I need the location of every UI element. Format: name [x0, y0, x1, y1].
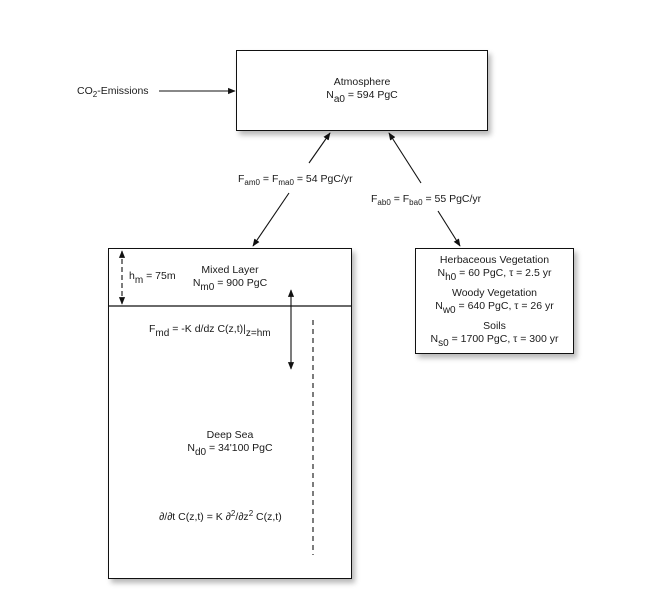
- flux-am-sub: am0: [244, 178, 260, 187]
- mixed-value: = 900 PgC: [214, 277, 268, 289]
- atmosphere-stock: Na0 = 594 PgC: [236, 89, 488, 105]
- flux-ma-sub: ma0: [278, 178, 294, 187]
- flux-ab-symbol: F: [371, 193, 378, 205]
- emissions-suffix: -Emissions: [97, 85, 149, 97]
- herb-sub: h0: [445, 272, 457, 283]
- ocean-box: [108, 248, 352, 579]
- flux-land-value: = 55 PgC/yr: [422, 193, 482, 205]
- diffusion-eq-mid: /∂z: [235, 511, 249, 523]
- soils-sub: s0: [438, 338, 449, 349]
- flux-ocean-value: = 54 PgC/yr: [293, 173, 353, 185]
- biosphere-to-atmosphere-arrow: [388, 132, 422, 184]
- atmosphere-to-biosphere-arrow: [437, 210, 461, 247]
- mixing-flux-expr: = -K d/dz C(z,t)|: [169, 323, 246, 335]
- biosphere-box: [415, 248, 574, 354]
- herbaceous-title: Herbaceous Vegetation: [439, 254, 550, 266]
- atm-value: = 594 PgC: [344, 89, 398, 101]
- soils-symbol: N: [430, 333, 439, 345]
- deep-symbol: N: [187, 442, 195, 454]
- flux-ba-symbol: F: [402, 193, 410, 205]
- flux-land-eq: =: [390, 193, 403, 205]
- mixed-symbol: N: [192, 277, 201, 289]
- woody-title: Woody Vegetation: [451, 287, 538, 299]
- diffusion-eq-sup2: 2: [248, 509, 254, 518]
- depth-symbol: h: [129, 270, 135, 282]
- mixing-flux-eval: z=hm: [245, 328, 271, 339]
- mixed-layer-stock: Nm0 = 900 PgC: [180, 277, 280, 293]
- land-flux-label: Fab0 = Fba0 = 55 PgC/yr: [371, 193, 482, 207]
- deep-value: = 34'100 PgC: [206, 442, 273, 454]
- emissions-prefix: CO: [77, 85, 93, 97]
- flux-ocean-eq: =: [259, 173, 272, 185]
- herbaceous-stock: Nh0 = 60 PgC, τ = 2.5 yr: [415, 267, 574, 283]
- diffusion-eq-sup1: 2: [230, 509, 236, 518]
- mixing-flux-symbol: F: [149, 323, 156, 335]
- woody-stock: Nw0 = 640 PgC, τ = 26 yr: [415, 300, 574, 316]
- mixed-layer-depth-label: hm = 75m: [129, 270, 176, 286]
- ocean-flux-label: Fam0 = Fma0 = 54 PgC/yr: [238, 173, 353, 187]
- soils-title: Soils: [483, 320, 506, 332]
- ocean-to-atmosphere-arrow: [308, 132, 331, 164]
- mixed-sub: m0: [200, 282, 215, 293]
- deep-sea-title: Deep Sea: [206, 429, 254, 441]
- woody-symbol: N: [435, 300, 443, 312]
- diffusion-eq-left: ∂/∂t C(z,t) = K ∂: [159, 511, 231, 523]
- soils-value: = 1700 PgC, τ = 300 yr: [448, 333, 559, 345]
- flux-am-symbol: F: [238, 173, 245, 185]
- woody-sub: w0: [442, 305, 456, 316]
- co2-emissions-label: CO2-Emissions: [77, 85, 149, 99]
- herb-value: = 60 PgC, τ = 2.5 yr: [456, 267, 552, 279]
- deep-sea-stock: Nd0 = 34'100 PgC: [170, 442, 290, 458]
- soils-stock: Ns0 = 1700 PgC, τ = 300 yr: [415, 333, 574, 349]
- atmosphere-box: [236, 50, 488, 131]
- depth-value: = 75m: [143, 270, 176, 282]
- flux-ma-symbol: F: [271, 173, 279, 185]
- mixed-layer-title: Mixed Layer: [201, 264, 259, 276]
- flux-ba-sub: ba0: [409, 198, 423, 207]
- mixing-flux-sub: md: [155, 328, 170, 339]
- atmosphere-title: Atmosphere: [333, 76, 391, 88]
- deep-sub: d0: [194, 447, 207, 458]
- atmosphere-to-ocean-arrow: [252, 192, 290, 247]
- woody-value: = 640 PgC, τ = 26 yr: [455, 300, 554, 312]
- diffusion-equation: ∂/∂t C(z,t) = K ∂2/∂z2 C(z,t): [159, 509, 282, 524]
- diffusion-eq-right: C(z,t): [253, 511, 282, 523]
- atm-sub: a0: [333, 94, 345, 105]
- emissions-sub: 2: [92, 90, 98, 99]
- mixing-flux-equation: Fmd = -K d/dz C(z,t)|z=hm: [149, 323, 271, 339]
- herb-symbol: N: [437, 267, 446, 279]
- flux-ab-sub: ab0: [377, 198, 391, 207]
- depth-sub: m: [134, 275, 144, 286]
- atm-symbol: N: [326, 89, 334, 101]
